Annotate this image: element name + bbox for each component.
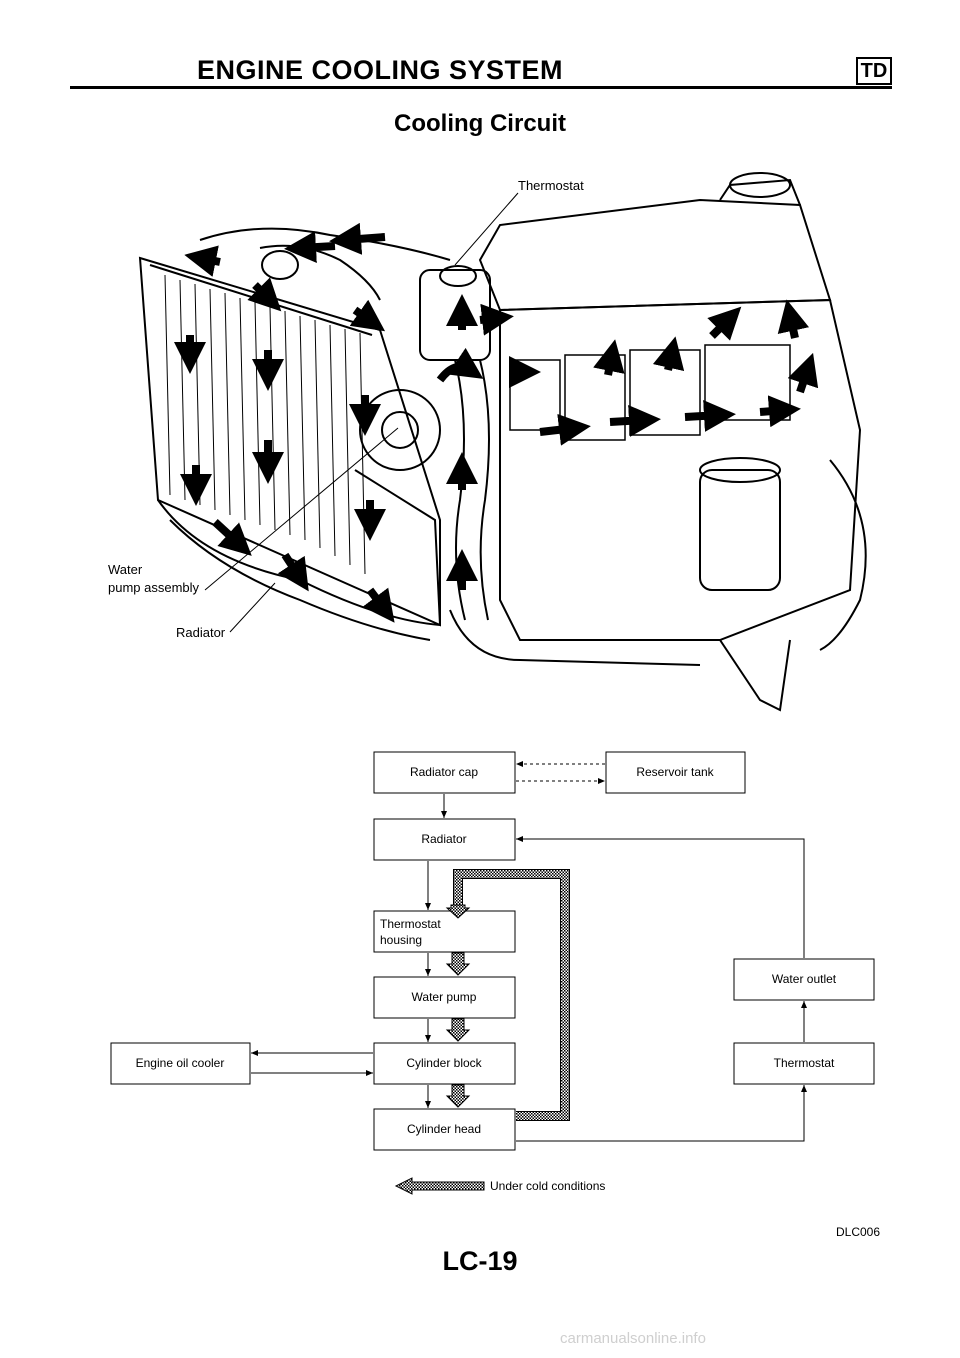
radiator-cap-box — [373, 751, 516, 794]
radiator-cap-label: Radiator cap — [410, 765, 478, 779]
section-title: Cooling Circuit — [394, 110, 566, 137]
engine-oil-cooler-label: Engine oil cooler — [136, 1056, 225, 1070]
thermostat-housing-box — [373, 910, 516, 953]
reservoir-tank-box — [605, 751, 746, 794]
cylinder-block-label: Cylinder block — [406, 1056, 482, 1070]
callout-water-pump-line1: Water — [108, 562, 143, 577]
water-pump-box — [373, 976, 516, 1019]
figure-code: DLC006 — [836, 1225, 881, 1239]
head-to-thermostat-arrow — [516, 1085, 807, 1142]
thermostat-housing-label-line2: housing — [380, 933, 422, 947]
header-rule — [70, 86, 892, 89]
footer-watermark: carmanualsonline.info — [560, 1330, 706, 1347]
legend: Under cold conditions — [394, 1177, 605, 1195]
header-badge: TD — [856, 57, 892, 85]
callout-leaders — [204, 192, 519, 633]
radiator-label: Radiator — [421, 832, 466, 846]
radiator-box — [373, 818, 516, 861]
legend-label: Under cold conditions — [490, 1179, 605, 1193]
thermostat-housing-label-line1: Thermostat — [380, 917, 441, 931]
callout-radiator: Radiator — [176, 625, 226, 640]
water-outlet-box — [733, 958, 875, 1001]
water-outlet-label: Water outlet — [772, 972, 837, 986]
outlet-to-radiator-arrow — [516, 836, 805, 958]
engine-oil-cooler-box — [110, 1042, 251, 1085]
callout-thermostat: Thermostat — [518, 178, 584, 193]
page-number: LC-19 — [442, 1246, 518, 1276]
engine-illustration: Thermostat Water pump assembly Radiator — [108, 172, 867, 712]
cylinder-head-label: Cylinder head — [407, 1122, 481, 1136]
water-pump-label: Water pump — [412, 990, 477, 1004]
cylinder-head-box — [373, 1108, 516, 1151]
thermostat-label: Thermostat — [774, 1056, 835, 1070]
cylinder-block-box — [373, 1042, 516, 1085]
flow-arrows — [174, 222, 819, 623]
header-title: ENGINE COOLING SYSTEM — [196, 55, 564, 85]
thermostat-box — [733, 1042, 875, 1085]
reservoir-tank-label: Reservoir tank — [636, 765, 714, 779]
cold-bypass-path — [445, 869, 570, 1121]
callout-water-pump-line2: pump assembly — [108, 580, 200, 595]
legend-hatched-arrow — [394, 1177, 485, 1195]
